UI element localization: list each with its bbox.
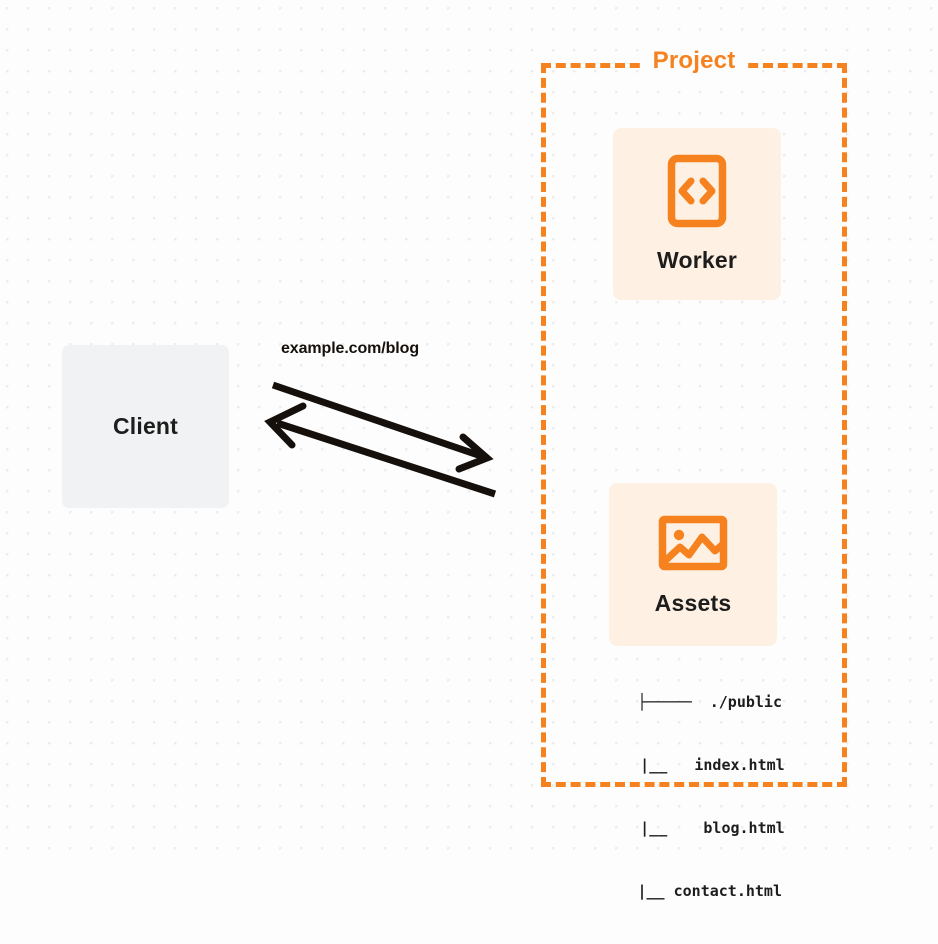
response-arrow bbox=[264, 402, 497, 498]
file-tree-row: |__ contact.html bbox=[610, 882, 782, 900]
file-tree-row: ├───── ./public bbox=[637, 693, 783, 711]
assets-node[interactable]: Assets bbox=[609, 483, 777, 646]
project-container: Project bbox=[541, 47, 847, 787]
image-icon bbox=[658, 513, 728, 578]
file-tree-row: |__ blog.html bbox=[586, 819, 785, 837]
worker-node[interactable]: Worker bbox=[613, 128, 781, 300]
assets-file-tree: ├───── ./public |__ index.html |__ blog.… bbox=[586, 650, 785, 944]
request-arrow bbox=[271, 381, 494, 473]
connection-url-label: example.com/blog bbox=[281, 340, 419, 357]
project-title: Project bbox=[643, 47, 745, 75]
client-node[interactable]: Client bbox=[62, 345, 229, 508]
client-label: Client bbox=[112, 413, 179, 439]
diagram-canvas: Client example.com/blog Project Worker bbox=[0, 0, 938, 900]
code-file-icon bbox=[667, 154, 727, 233]
worker-label: Worker bbox=[656, 247, 738, 273]
file-tree-row: |__ index.html bbox=[586, 756, 785, 774]
assets-label: Assets bbox=[654, 589, 732, 616]
